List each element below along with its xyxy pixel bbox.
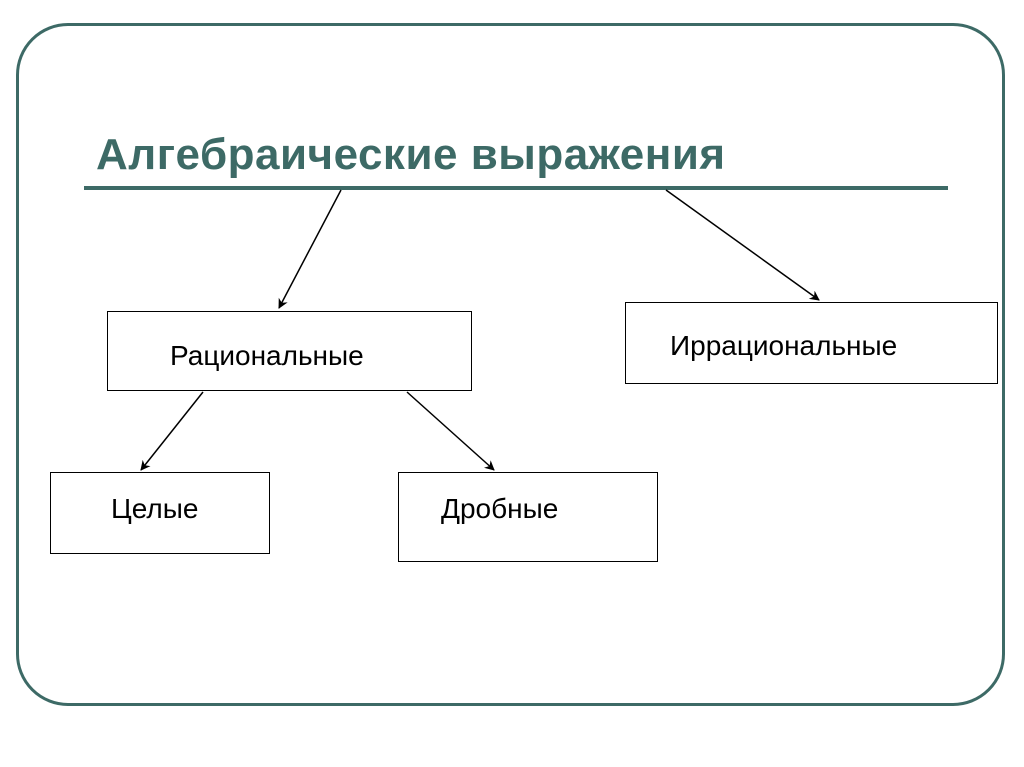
node-rational: Рациональные xyxy=(107,311,472,391)
slide-frame xyxy=(16,23,1005,706)
node-irrational: Иррациональные xyxy=(625,302,998,384)
node-whole: Целые xyxy=(50,472,270,554)
title-underline xyxy=(84,186,948,190)
node-irrational-label: Иррациональные xyxy=(670,330,898,361)
node-rational-label: Рациональные xyxy=(170,340,364,371)
node-fractional: Дробные xyxy=(398,472,658,562)
node-fractional-label: Дробные xyxy=(441,493,559,524)
slide-title: Алгебраические выражения xyxy=(96,130,726,179)
node-whole-label: Целые xyxy=(111,493,199,524)
